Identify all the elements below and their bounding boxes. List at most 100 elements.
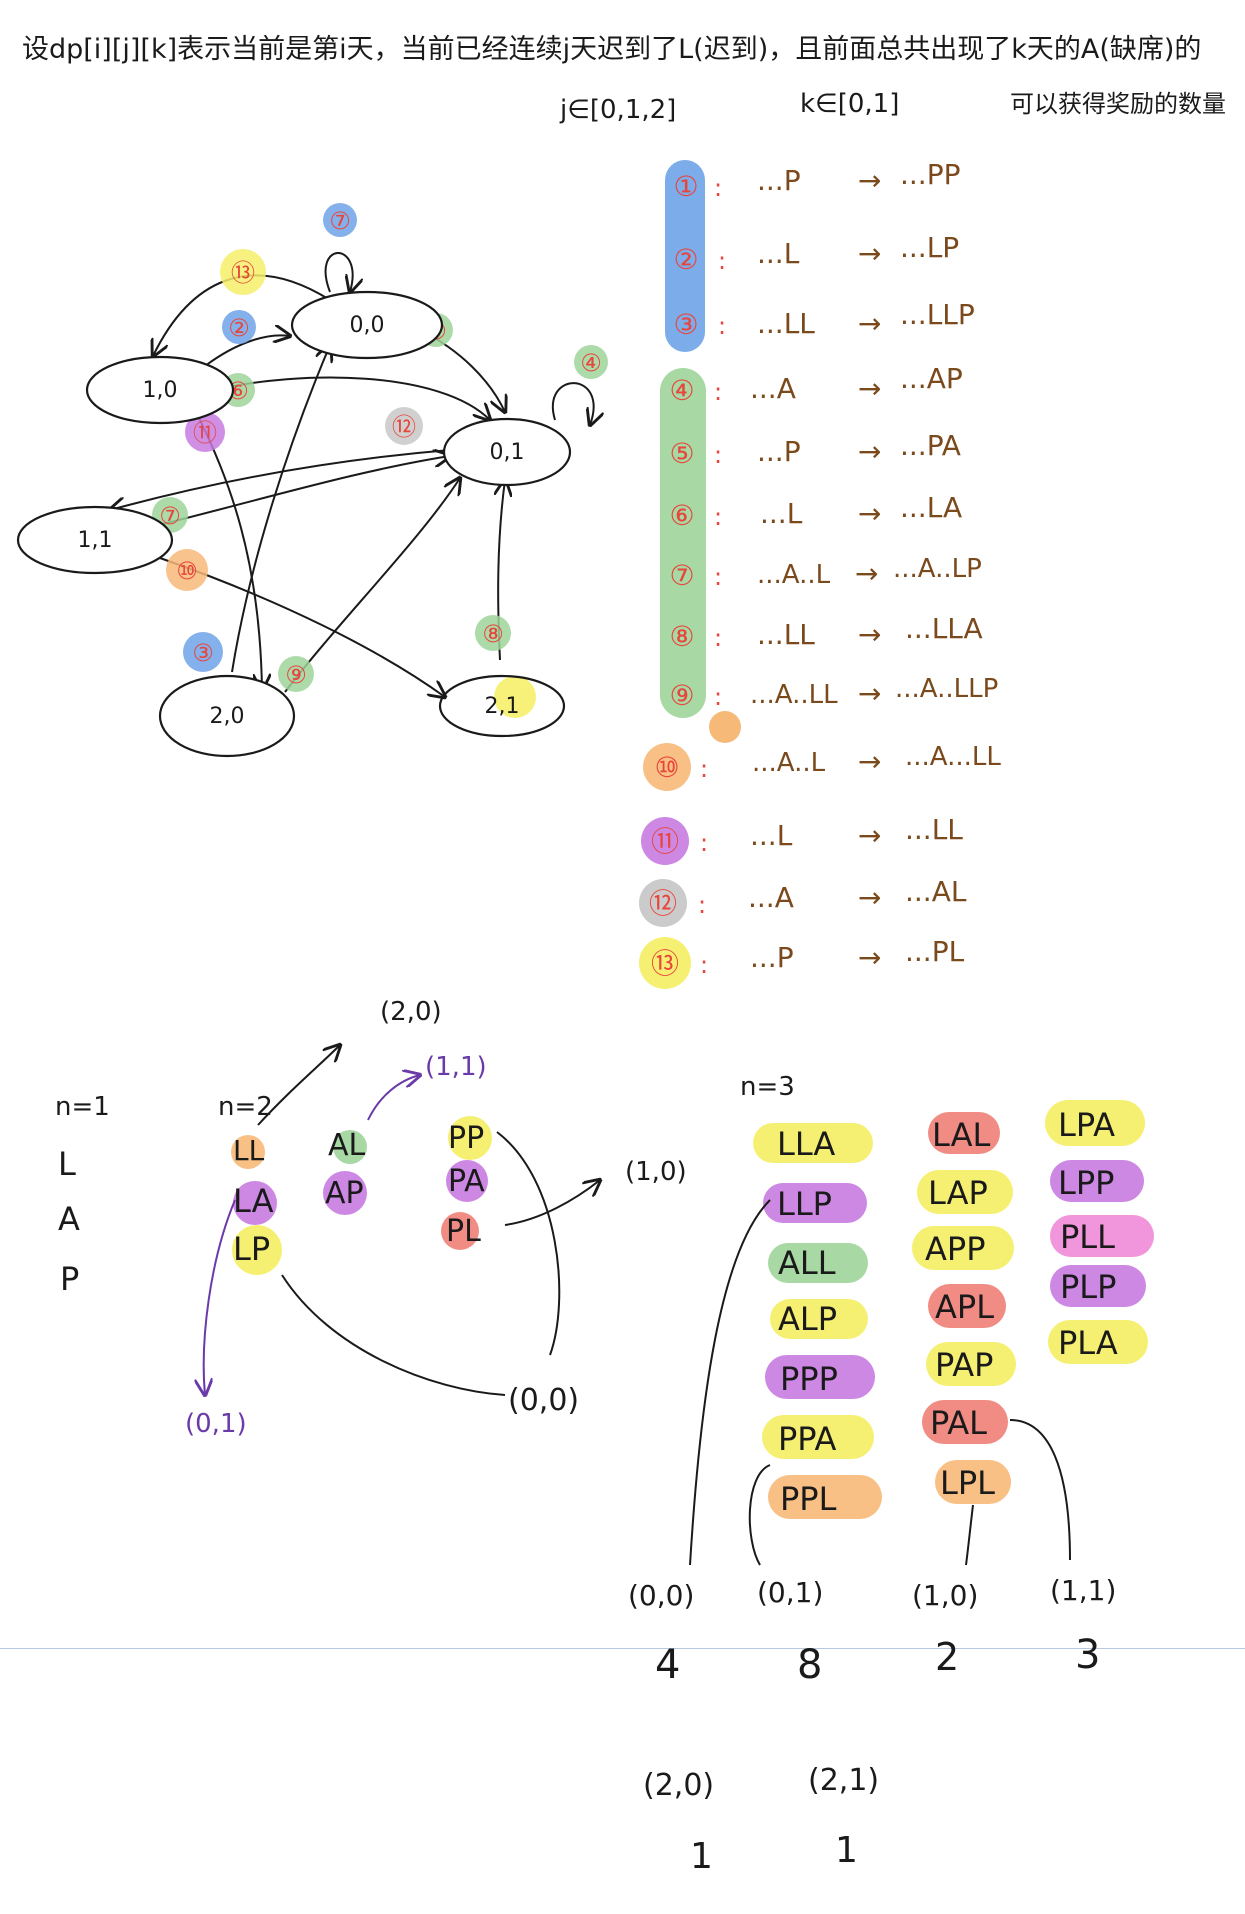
- transition-row: ④ : ...A → ...AP: [669, 362, 962, 407]
- node-0-0: 0,0: [290, 290, 444, 360]
- svg-text:2: 2: [935, 1635, 959, 1679]
- transition-row: ⑥ : ...L → ...LA: [669, 491, 962, 532]
- transition-row: ③ : ...LL → ...LLP: [673, 298, 974, 341]
- svg-text::: :: [714, 378, 722, 406]
- n3-seq: PAL: [930, 1404, 987, 1442]
- highlight-bar-blue: [665, 160, 705, 352]
- transition-row: ⑪ : ...L → ...LL: [641, 813, 963, 865]
- node-0-1: 0,1: [442, 417, 572, 487]
- n2-ann-11: (1,1): [425, 1052, 487, 1082]
- transition-row: ⑬ : ...P → ...PL: [639, 935, 965, 989]
- n2-arrow-to-01: [204, 1199, 236, 1395]
- edge-self-loop-01: [552, 382, 594, 425]
- n2-seq: LP: [233, 1230, 270, 1268]
- svg-text:...LP: ...LP: [900, 231, 959, 264]
- svg-text:→: →: [858, 497, 881, 530]
- svg-text:...PA: ...PA: [900, 429, 961, 462]
- svg-text:⑥: ⑥: [669, 499, 694, 532]
- n2-arrow-to-11: [367, 1075, 420, 1121]
- n3-curve-pal-to-11: [1009, 1419, 1071, 1561]
- svg-text:③: ③: [192, 639, 214, 667]
- svg-text::: :: [714, 563, 722, 591]
- n2-curve-pp-to-00: [496, 1131, 561, 1356]
- n1-label: n=1: [55, 1092, 110, 1122]
- n2-curve-lp-to-00: [281, 1274, 506, 1396]
- n3-seq: APL: [935, 1288, 994, 1326]
- svg-text:→: →: [858, 881, 881, 914]
- edge-11-to-01-7: [154, 456, 450, 527]
- svg-text::: :: [700, 951, 708, 979]
- edge-markers: ⑦ ⑬ ② ⑤ ④ ⑥ ⑪ ⑫: [152, 203, 608, 692]
- svg-text:...A..LP: ...A..LP: [893, 554, 982, 584]
- svg-text:...A...LL: ...A...LL: [905, 742, 1001, 772]
- highlight-bar-green: [660, 368, 706, 718]
- svg-text:③: ③: [673, 308, 698, 341]
- svg-text:⑪: ⑪: [651, 825, 679, 858]
- svg-text:→: →: [858, 745, 881, 778]
- svg-text:(1,0): (1,0): [912, 1579, 978, 1612]
- svg-text:(0,1): (0,1): [757, 1576, 823, 1609]
- edge-20-to-00-3: [231, 345, 330, 673]
- svg-text:...LL: ...LL: [757, 618, 815, 651]
- svg-text:...PP: ...PP: [900, 158, 960, 191]
- svg-text:...AL: ...AL: [905, 875, 967, 908]
- svg-text:1: 1: [690, 1836, 713, 1877]
- count-item: (0,1) 8: [757, 1576, 823, 1688]
- svg-text:→: →: [855, 557, 878, 590]
- svg-text:(1,1): (1,1): [1050, 1574, 1116, 1607]
- svg-text::: :: [718, 247, 726, 275]
- svg-text::: :: [700, 755, 708, 783]
- page-separator-line: [0, 1648, 1245, 1649]
- count-item: (0,0) 4: [628, 1579, 694, 1688]
- svg-text::: :: [714, 503, 722, 531]
- n2-seq: AL: [328, 1128, 366, 1163]
- n3-seq: PPL: [780, 1480, 837, 1518]
- edge-marker: ⑬: [220, 249, 266, 295]
- svg-text:①: ①: [673, 170, 698, 203]
- svg-text:→: →: [858, 677, 881, 710]
- n3-seq: ALL: [778, 1244, 836, 1282]
- svg-text:4: 4: [655, 1642, 680, 1688]
- svg-text::: :: [714, 174, 722, 202]
- svg-text:④: ④: [580, 349, 602, 377]
- header-line1: 设dp[i][j][k]表示当前是第i天，当前已经连续j天迟到了L(迟到)，且前…: [22, 34, 1201, 65]
- svg-text:3: 3: [1075, 1632, 1100, 1678]
- svg-text:→: →: [858, 618, 881, 651]
- count-item: (1,0) 2: [912, 1579, 978, 1679]
- edge-10-to-01-6: [214, 376, 490, 420]
- j-range: j∈[0,1,2]: [559, 95, 676, 125]
- svg-text::: :: [714, 441, 722, 469]
- svg-text:...P: ...P: [757, 435, 801, 468]
- edge-marker: ⑫: [385, 407, 423, 445]
- n2-arrow-to-10: [504, 1180, 600, 1226]
- svg-text:⑦: ⑦: [329, 207, 351, 235]
- n2-seq: PA: [448, 1164, 485, 1199]
- svg-text:⑦: ⑦: [669, 559, 694, 592]
- svg-text:⑨: ⑨: [285, 661, 307, 689]
- svg-text:...P: ...P: [750, 941, 794, 974]
- svg-text:⑨: ⑨: [669, 679, 694, 712]
- edge-marker: ③: [183, 632, 223, 672]
- count-item: (1,1) 3: [1050, 1574, 1116, 1678]
- svg-text:...LA: ...LA: [900, 491, 962, 524]
- svg-text:1,1: 1,1: [78, 528, 113, 553]
- svg-text:→: →: [858, 164, 881, 197]
- edge-marker: ②: [222, 310, 256, 344]
- highlight-dot-orange: [709, 711, 741, 743]
- edge-marker: ⑩: [166, 549, 208, 591]
- n2-ann-20: (2,0): [380, 997, 442, 1027]
- n2-seq: LL: [233, 1134, 265, 1167]
- n3-seq: LPL: [940, 1464, 995, 1502]
- n3-section: n=3 LLA LLP ALL ALP PPP PPA PPL LAL LAP …: [689, 1072, 1154, 1566]
- transition-row: ⑦ : ...A..L → ...A..LP: [669, 554, 981, 592]
- n1-item: P: [60, 1260, 79, 1298]
- svg-text:⑫: ⑫: [392, 413, 416, 441]
- svg-text:②: ②: [673, 243, 698, 276]
- svg-text:⑩: ⑩: [654, 751, 679, 784]
- node-1-1: 1,1: [16, 505, 174, 575]
- edge-self-loop-00: [324, 252, 353, 292]
- svg-text:→: →: [858, 435, 881, 468]
- svg-text:...LL: ...LL: [757, 307, 815, 340]
- n2-seq: AP: [325, 1176, 364, 1211]
